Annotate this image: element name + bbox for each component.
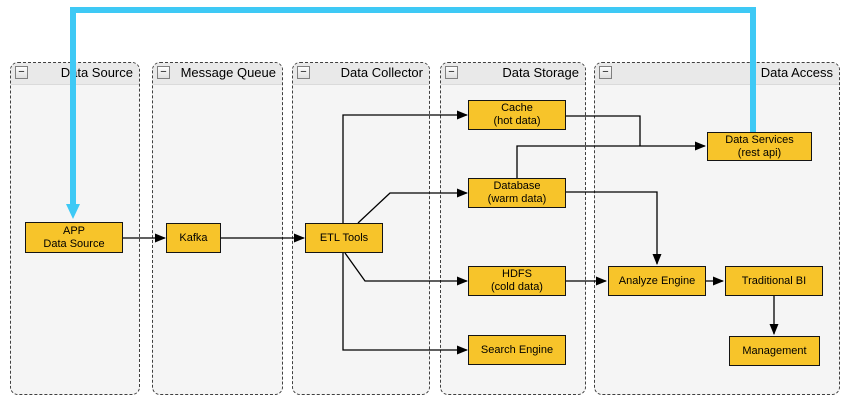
node-label: Cache <box>501 102 533 114</box>
node-app-data-source[interactable]: APP Data Source <box>25 222 123 253</box>
lane-header-data-storage: − Data Storage <box>441 63 585 85</box>
node-label: ETL Tools <box>319 231 369 244</box>
node-sublabel: (hot data) <box>493 115 541 127</box>
node-search-engine[interactable]: Search Engine <box>468 335 566 365</box>
node-label: Traditional BI <box>741 274 807 287</box>
collapse-icon[interactable]: − <box>297 66 310 79</box>
node-label: Management <box>742 344 807 357</box>
node-sublabel: (rest api) <box>737 146 782 159</box>
collapse-icon[interactable]: − <box>445 66 458 79</box>
lane-header-data-collector: − Data Collector <box>293 63 429 85</box>
node-traditional-bi[interactable]: Traditional BI <box>725 266 823 296</box>
node-label: Search Engine <box>480 343 554 356</box>
node-database[interactable]: Database (warm data) <box>468 178 566 208</box>
node-label: Database <box>493 180 541 192</box>
lane-header-message-queue: − Message Queue <box>153 63 282 85</box>
node-sublabel: (warm data) <box>487 193 547 205</box>
lane-header-data-source: − Data Source <box>11 63 139 85</box>
lane-title-data-access: Data Access <box>760 65 833 80</box>
node-etl-tools[interactable]: ETL Tools <box>305 223 383 253</box>
node-sublabel: (cold data) <box>491 281 543 293</box>
node-hdfs[interactable]: HDFS (cold data) <box>468 266 566 296</box>
collapse-icon[interactable]: − <box>15 66 28 79</box>
node-label: Analyze Engine <box>618 274 696 287</box>
node-label: Kafka <box>179 231 208 244</box>
lane-title-message-queue: Message Queue <box>180 65 276 80</box>
lane-title-data-source: Data Source <box>60 65 133 80</box>
node-data-services[interactable]: Data Services (rest api) <box>707 132 812 161</box>
node-sublabel: Data Source <box>43 237 105 250</box>
collapse-icon[interactable]: − <box>599 66 612 79</box>
lane-title-data-storage: Data Storage <box>502 65 579 80</box>
node-label: APP <box>62 224 85 237</box>
lane-title-data-collector: Data Collector <box>340 65 423 80</box>
node-kafka[interactable]: Kafka <box>166 223 221 253</box>
node-label: Data Services <box>725 133 794 146</box>
node-label: HDFS <box>502 268 532 280</box>
lane-header-data-access: − Data Access <box>595 63 839 85</box>
node-analyze-engine[interactable]: Analyze Engine <box>608 266 706 296</box>
node-management[interactable]: Management <box>729 336 820 366</box>
collapse-icon[interactable]: − <box>157 66 170 79</box>
node-cache[interactable]: Cache (hot data) <box>468 100 566 130</box>
